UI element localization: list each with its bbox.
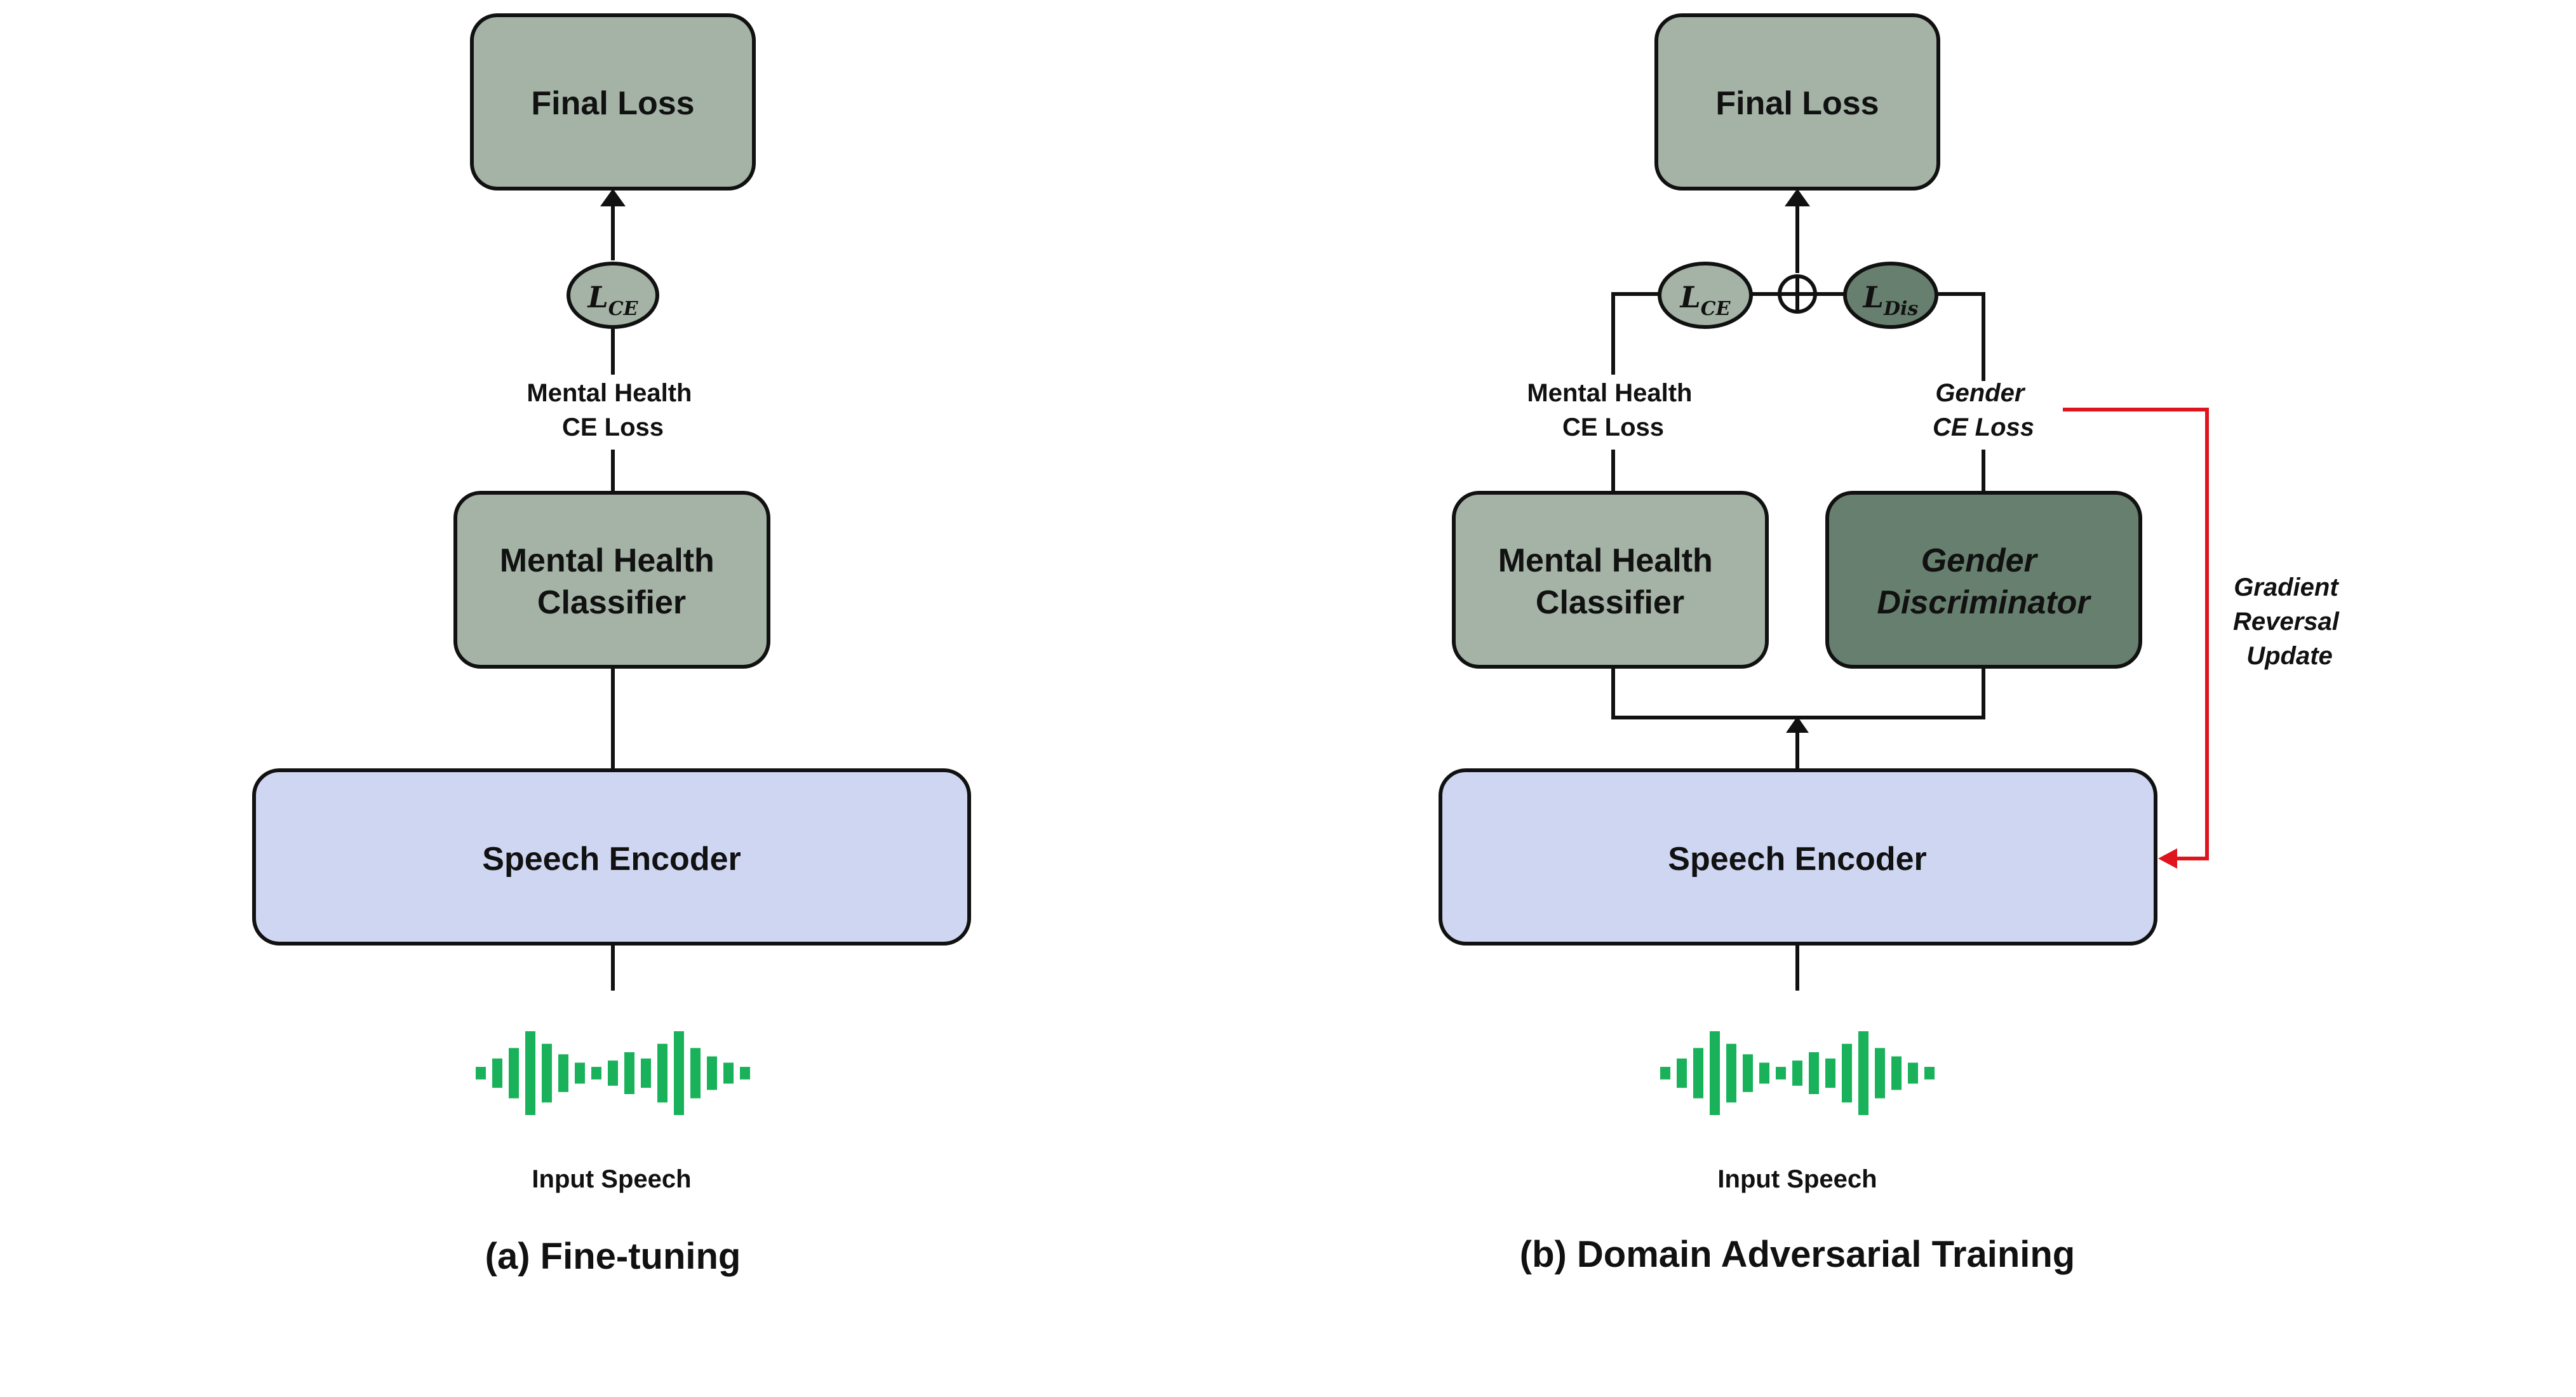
mental-health-ce-loss-label-a: Mental Health CE Loss (527, 379, 699, 441)
waveform-bar (723, 1062, 734, 1084)
waveform-bar (591, 1067, 601, 1080)
speech-encoder-label-a: Speech Encoder (482, 841, 741, 878)
waveform-bar (558, 1054, 568, 1092)
waveform-bar (608, 1060, 618, 1086)
waveform-bar (542, 1043, 552, 1103)
panel-b-domain-adversarial: Final Loss LCE LDis Mental Health CE Los… (1439, 13, 2346, 1275)
waveform-bar (624, 1052, 634, 1094)
waveform-bar (1759, 1062, 1769, 1084)
mental-health-ce-loss-label-b: Mental Health CE Loss (1527, 379, 1699, 441)
loss-ce-label-b: LCE (1679, 280, 1731, 320)
caption-b: (b) Domain Adversarial Training (1520, 1234, 2075, 1275)
waveform-bar (1891, 1056, 1902, 1090)
waveform-bar (509, 1048, 519, 1099)
mental-health-classifier-box-b (1452, 491, 1769, 669)
speech-encoder-label-b: Speech Encoder (1668, 841, 1926, 878)
mh-edge-label-bg-b (1512, 375, 1715, 450)
waveform-bar (1726, 1043, 1736, 1103)
waveform-bar (575, 1062, 585, 1084)
waveform-bar (1908, 1062, 1918, 1084)
final-loss-label-a: Final Loss (531, 85, 694, 122)
arrowhead-final-loss-a (600, 189, 626, 206)
waveform-bar (525, 1031, 535, 1115)
input-speech-waveform-b (1660, 1031, 1935, 1115)
waveform-bar (1809, 1052, 1819, 1094)
waveform-bar (641, 1058, 651, 1088)
waveform-bar (1825, 1058, 1835, 1088)
waveform-bar (1710, 1031, 1720, 1115)
input-speech-label-a: Input Speech (532, 1165, 691, 1193)
waveform-bar (707, 1056, 717, 1090)
gender-discriminator-box-b (1825, 491, 2142, 669)
waveform-bar (1924, 1067, 1935, 1080)
waveform-bar (740, 1067, 750, 1080)
waveform-bar (1677, 1058, 1687, 1088)
arrowhead-final-loss-b (1785, 189, 1810, 206)
fork-connector-b (1611, 667, 1985, 719)
waveform-bar (476, 1067, 486, 1080)
gender-discriminator-label-b: Gender Discriminator (1877, 542, 2091, 621)
loss-ce-label-a: LCE (586, 280, 638, 320)
waveform-bar (1792, 1060, 1802, 1086)
waveform-bar (1858, 1031, 1868, 1115)
gradient-reversal-arrow (2063, 408, 2209, 860)
waveform-bar (492, 1058, 502, 1088)
gradient-reversal-label: Gradient Reversal Update (2233, 573, 2346, 670)
mental-health-classifier-label-a: Mental Health Classifier (500, 542, 724, 621)
waveform-bar (1660, 1067, 1670, 1080)
loss-ce-node-b (1658, 262, 1753, 329)
caption-a: (a) Fine-tuning (485, 1236, 741, 1277)
gradient-reversal-arrowhead (2158, 848, 2177, 869)
waveform-bar (1842, 1043, 1852, 1103)
input-speech-label-b: Input Speech (1717, 1165, 1877, 1193)
mental-health-classifier-label-b: Mental Health Classifier (1498, 542, 1722, 621)
loss-branch-right-b (1936, 292, 1985, 381)
gender-ce-loss-label-b: Gender CE Loss (1933, 379, 2034, 441)
loss-dis-label-b: LDis (1862, 280, 1919, 320)
waveform-bar (1776, 1067, 1786, 1080)
waveform-bar (1875, 1048, 1885, 1099)
loss-dis-node-b (1843, 262, 1938, 329)
waveform-bar (1743, 1054, 1753, 1092)
waveform-bar (690, 1048, 701, 1099)
panel-a-fine-tuning: Final Loss LCE Mental Health CE Loss Men… (252, 13, 971, 1277)
waveform-bar (657, 1043, 667, 1103)
waveform-bar (674, 1031, 684, 1115)
final-loss-label-b: Final Loss (1715, 85, 1879, 122)
waveform-bar (1693, 1048, 1703, 1099)
input-speech-waveform-a (476, 1031, 750, 1115)
arrowhead-fork-b (1786, 716, 1809, 733)
mental-health-classifier-box-a (453, 491, 770, 669)
